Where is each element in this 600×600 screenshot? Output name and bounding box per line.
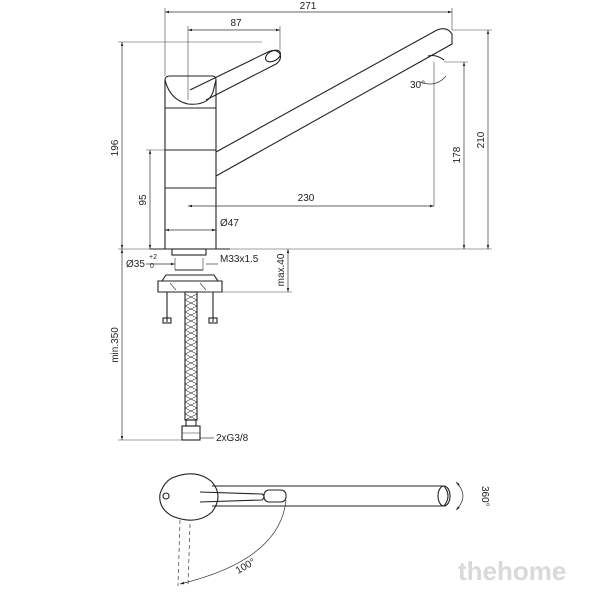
top-view-spout-tip: [437, 485, 451, 507]
dimensions: 271 87 196 95 210 178 30° 230 Ø47: [110, 1, 492, 444]
dim-35-tol-plus: +2: [149, 254, 157, 261]
lever-swing-dashed-1: [177, 519, 181, 587]
braid-strand: [184, 311, 198, 319]
thread-collar: [171, 248, 207, 256]
hose-braid: [184, 293, 198, 421]
dim-271-label: 271: [300, 1, 317, 12]
angle-30-label: 30°: [410, 80, 425, 91]
braid-strand: [184, 365, 198, 373]
dim-35-label: Ø35: [126, 259, 145, 270]
top-view-lever: [199, 491, 265, 503]
mounting-plate: [157, 280, 223, 293]
dim-max40-label: max.40: [276, 253, 287, 286]
braid-strand: [184, 335, 198, 343]
angle-360-label: 360°: [479, 486, 490, 507]
braid-strand: [184, 329, 198, 337]
braid-strand: [184, 323, 198, 331]
dim-210-label: 210: [476, 131, 487, 148]
watermark: thehome: [458, 556, 566, 586]
lever-cap: [164, 79, 217, 105]
faucet-top-view: 100° 360°: [159, 473, 490, 587]
braid-strand: [184, 407, 198, 415]
hose-ferrule: [185, 419, 197, 427]
dim-95-label: 95: [138, 194, 149, 206]
mounting-nut: [160, 274, 220, 282]
top-view-indicator: [162, 492, 170, 500]
braid-strand: [184, 389, 198, 397]
plate-hatch-1: [169, 282, 177, 291]
spout: [215, 28, 453, 177]
braid-strand: [184, 383, 198, 391]
top-view-lever-knob: [263, 489, 287, 503]
braid-strand: [184, 347, 198, 355]
braid-strand: [184, 299, 198, 307]
angle-360-arc: [455, 481, 464, 511]
plate-hatch-2: [199, 282, 207, 291]
braid-strand: [184, 413, 198, 421]
dim-350-label: min.350: [110, 327, 121, 363]
dim-47-label: Ø47: [220, 218, 239, 229]
dim-connection-label: 2xG3/8: [216, 433, 249, 444]
braid-strand: [184, 359, 198, 367]
braid-strand: [184, 377, 198, 385]
braid-strand: [184, 353, 198, 361]
lever-swing-dashed-2: [187, 523, 191, 587]
braid-strand: [184, 371, 198, 379]
stud-nut-right: [208, 317, 218, 324]
braid-strand: [184, 317, 198, 325]
dim-178-label: 178: [452, 146, 463, 163]
angle-100-arc: [179, 499, 287, 585]
top-view-spout: [212, 485, 449, 507]
faucet-body: [164, 75, 217, 249]
dim-thread-label: M33x1.5: [220, 254, 259, 265]
spout-aerator: [427, 54, 445, 61]
angle-30-arc: [419, 75, 447, 85]
dim-230-label: 230: [298, 193, 315, 204]
faucet-side-view: [150, 28, 453, 441]
braid-strand: [184, 395, 198, 403]
dim-87-label: 87: [230, 18, 242, 29]
dim-35-tol-minus: 0: [150, 263, 154, 270]
braid-strand: [184, 341, 198, 349]
braid-strand: [184, 293, 198, 301]
stud-nut-left: [162, 317, 172, 324]
braid-strand: [184, 305, 198, 313]
lever-arm: [189, 49, 282, 101]
lever-knob: [265, 49, 281, 63]
top-view-body: [159, 473, 219, 521]
angle-100-label: 100°: [234, 557, 257, 577]
dim-196-label: 196: [110, 139, 121, 156]
braid-strand: [184, 401, 198, 409]
